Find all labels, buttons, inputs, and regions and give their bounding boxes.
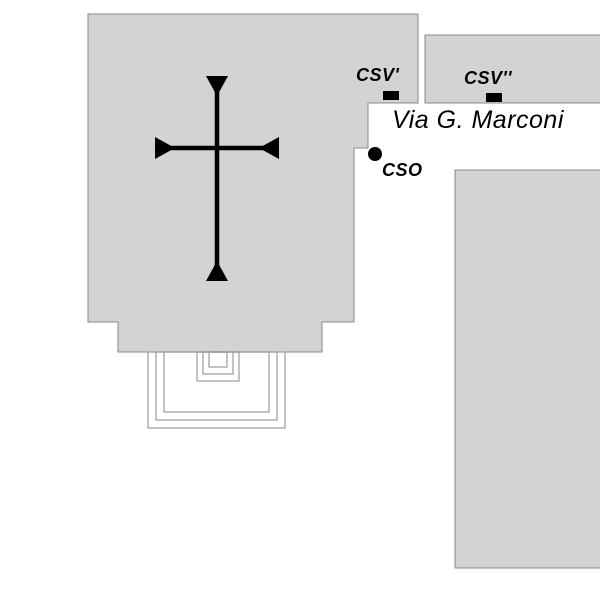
station-label-cso: CSO bbox=[382, 160, 423, 180]
cso-marker-icon bbox=[368, 147, 382, 161]
cross-icon bbox=[155, 76, 279, 281]
apse-outline-icon bbox=[147, 351, 286, 429]
lower-right-block bbox=[454, 169, 600, 569]
csv2-marker-icon bbox=[486, 93, 502, 102]
station-label-csv1: CSV' bbox=[356, 65, 400, 85]
street-name-label: Via G. Marconi bbox=[392, 106, 564, 134]
csv1-marker-icon bbox=[383, 91, 399, 100]
station-label-csv2: CSV'' bbox=[464, 68, 513, 88]
church-block bbox=[87, 13, 419, 353]
upper-right-block bbox=[424, 34, 600, 104]
